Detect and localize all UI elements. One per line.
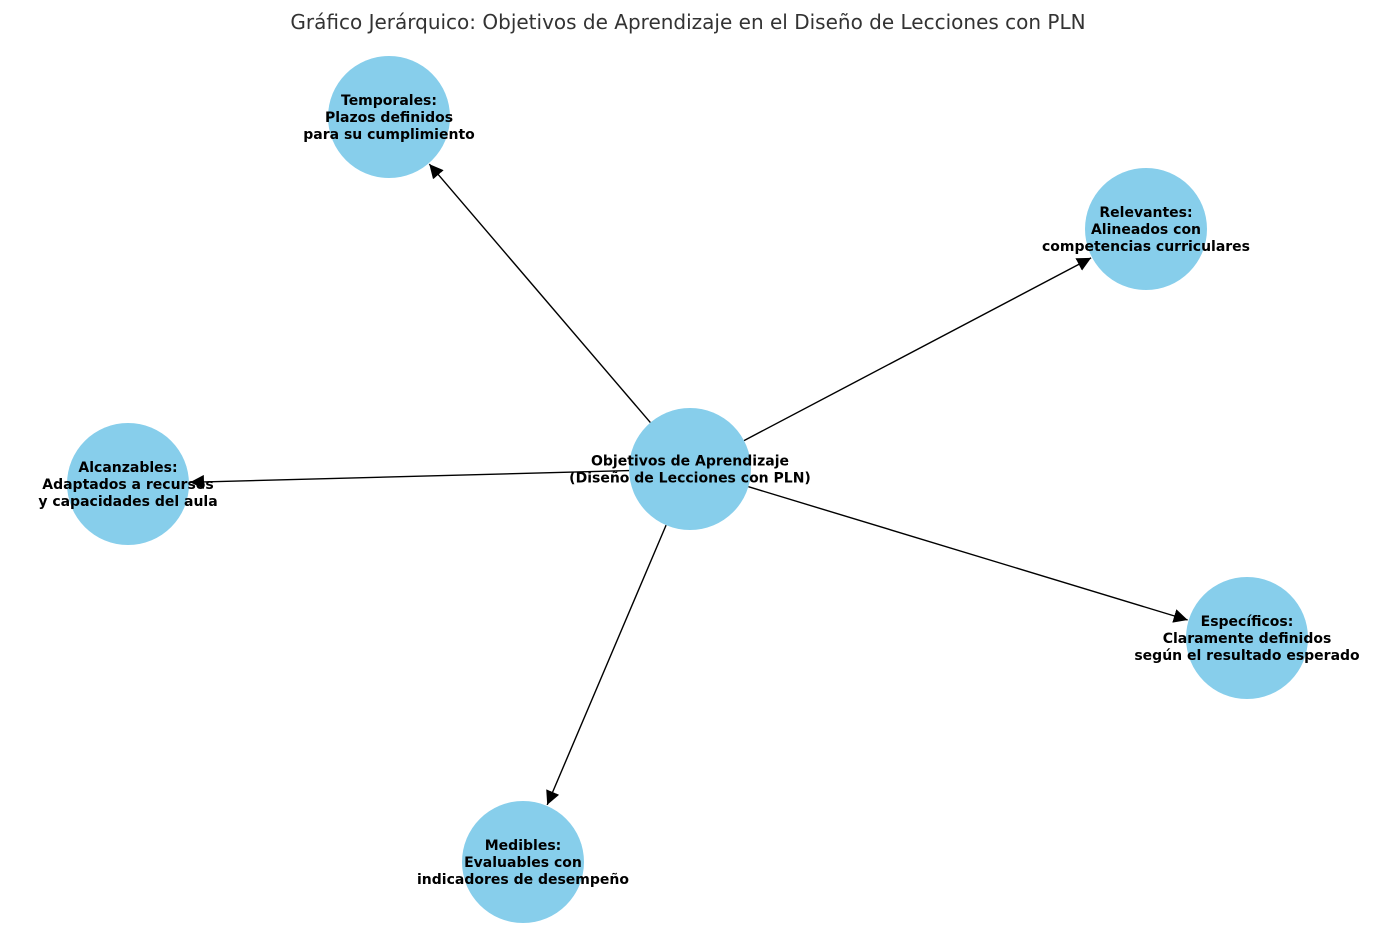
node-label-center-line-2: (Diseño de Lecciones con PLN): [569, 471, 811, 487]
node-label-alcanzables-line-2: Adaptados a recursos: [42, 477, 214, 493]
node-label-especificos-line-1: Específicos:: [1201, 614, 1294, 630]
node-label-alcanzables-line-3: y capacidades del aula: [38, 494, 217, 510]
edges-layer: [189, 163, 1188, 806]
node-label-relevantes-line-3: competencias curriculares: [1042, 239, 1250, 255]
node-label-temporales-line-2: Plazos definidos: [325, 110, 453, 126]
node-label-medibles-line-3: indicadores de desempeño: [417, 872, 629, 888]
node-center: Objetivos de Aprendizaje(Diseño de Lecci…: [569, 408, 811, 530]
edge-center-to-temporales: [428, 163, 651, 424]
diagram-title: Gráfico Jerárquico: Objetivos de Aprendi…: [290, 10, 1085, 34]
node-circle-especificos: [1186, 577, 1308, 699]
nodes-layer: Objetivos de Aprendizaje(Diseño de Lecci…: [38, 56, 1360, 923]
node-label-center-line-1: Objetivos de Aprendizaje: [591, 454, 789, 470]
node-label-relevantes-line-1: Relevantes:: [1099, 205, 1192, 221]
edge-center-to-medibles: [546, 524, 667, 806]
edge-center-to-relevantes: [743, 257, 1092, 442]
node-label-especificos-line-3: según el resultado esperado: [1134, 648, 1360, 664]
node-label-alcanzables-line-1: Alcanzables:: [78, 460, 177, 476]
node-label-relevantes-line-2: Alineados con: [1091, 222, 1201, 238]
node-circle-center: [629, 408, 751, 530]
node-circle-alcanzables: [67, 423, 189, 545]
node-circle-temporales: [328, 56, 450, 178]
edge-center-to-alcanzables: [189, 469, 630, 489]
node-label-medibles-line-1: Medibles:: [485, 838, 562, 854]
edge-center-to-especificos: [748, 486, 1188, 623]
node-label-temporales-line-3: para su cumplimiento: [303, 127, 475, 143]
node-label-especificos-line-2: Claramente definidos: [1163, 631, 1332, 647]
node-label-medibles-line-2: Evaluables con: [464, 855, 582, 871]
node-circle-medibles: [462, 801, 584, 923]
node-circle-relevantes: [1085, 168, 1207, 290]
node-label-temporales-line-1: Temporales:: [341, 93, 437, 109]
